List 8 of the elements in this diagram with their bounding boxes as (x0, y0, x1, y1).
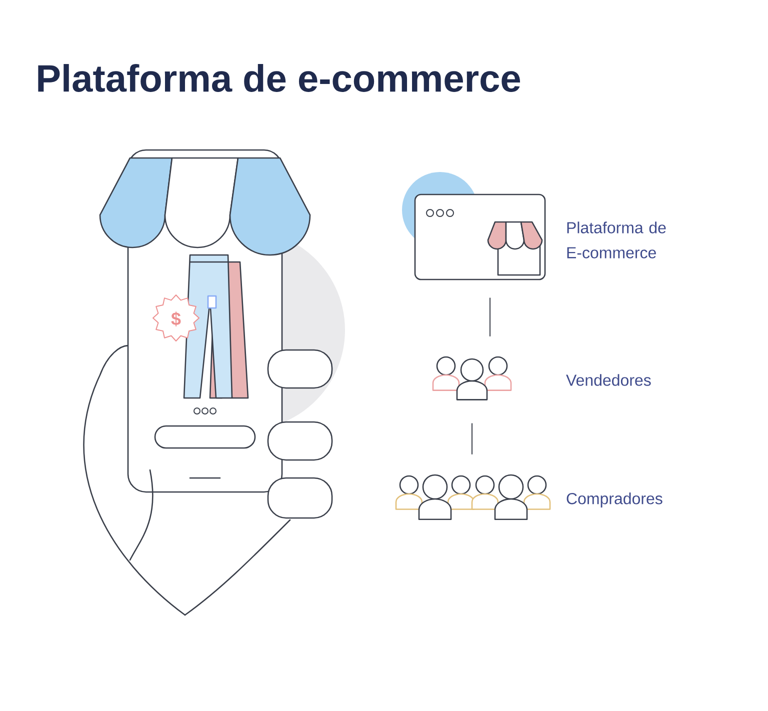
title: Plataforma de e-commerce (38, 64, 520, 92)
node-caption: Compradores (566, 492, 662, 508)
browser-window-icon (402, 172, 546, 280)
people-icon (432, 356, 512, 400)
node-caption: Plataforma de E-commerce (567, 222, 666, 258)
price-symbol: $ (171, 312, 181, 326)
node-caption: Vendedores (566, 374, 651, 386)
people-icon (395, 474, 551, 520)
